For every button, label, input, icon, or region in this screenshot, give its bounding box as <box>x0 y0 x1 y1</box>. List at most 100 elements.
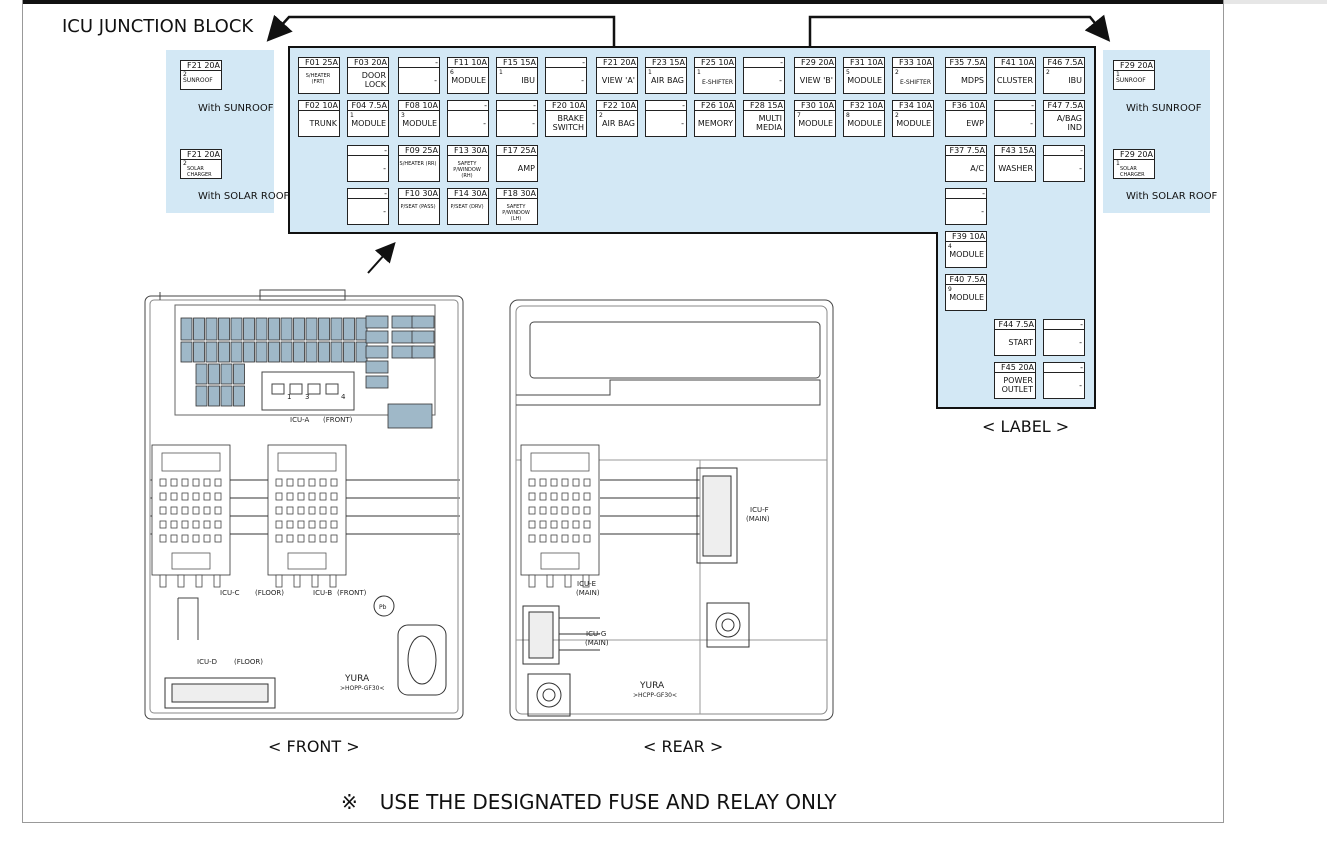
fuse-spare: -- <box>496 100 538 137</box>
fuse-circuit-label: MODULE <box>402 119 437 128</box>
icu-a-pin: 3 <box>305 393 309 401</box>
fuse-rating: F23 15A <box>645 57 687 67</box>
fuse-spare: -- <box>398 57 440 94</box>
icu-d-label: ICU-D <box>197 658 217 666</box>
fuse-rating: - <box>447 100 489 110</box>
fuse-rating: F10 30A <box>398 188 440 198</box>
icu-e-label: ICU-E <box>577 580 596 588</box>
fuse-spare: -- <box>645 100 687 137</box>
fuse-rating: - <box>398 57 440 67</box>
fuse-circuit-label: - <box>383 164 386 173</box>
fuse-index: 2 <box>895 69 899 76</box>
fuse-circuit-label: MODULE <box>798 119 833 128</box>
fuse-circuit-label: POWER OUTLET <box>1001 376 1033 394</box>
fuse-circuit-label: CLUSTER <box>996 76 1033 85</box>
fuse-index: 4 <box>948 243 952 250</box>
option-caption: With SOLAR ROOF <box>198 191 290 202</box>
fuse-rating: F13 30A <box>447 145 489 155</box>
fuse-rating: F26 10A <box>694 100 736 110</box>
fuse-rating: - <box>1043 145 1085 155</box>
fuse-rating: F40 7.5A <box>945 274 987 284</box>
fuse-circuit-label: - <box>681 119 684 128</box>
rear-housing <box>509 299 834 721</box>
fuse-f20: F20 10A BRAKE SWITCH <box>545 100 587 137</box>
icu-f-side: (MAIN) <box>746 515 770 523</box>
icu-c-side: (FLOOR) <box>255 589 284 597</box>
fuse-index: 1 <box>697 69 701 76</box>
fuse-circuit-label: MODULE <box>451 76 486 85</box>
icu-d-connector <box>164 677 276 709</box>
bracket <box>177 597 199 640</box>
fuse-circuit-label: - <box>581 76 584 85</box>
fuse-circuit-label: START <box>1008 338 1033 347</box>
fuse-circuit-label: - <box>1079 381 1082 390</box>
fuse-rating: F20 10A <box>545 100 587 110</box>
icu-c-label: ICU-C <box>220 589 240 597</box>
fuse-rating: F47 7.5A <box>1043 100 1085 110</box>
fuse-circuit-label: A/C <box>970 164 984 173</box>
fuse-index: 2 <box>1046 69 1050 76</box>
fuse-rating: F29 20A <box>794 57 836 67</box>
fuse-circuit-label: MODULE <box>949 250 984 259</box>
rear-relays <box>522 602 750 717</box>
fuse-rating: F22 10A <box>596 100 638 110</box>
fuse-circuit-label: AMP <box>517 164 535 173</box>
fuse-rating: F39 10A <box>945 231 987 241</box>
fuse-circuit-label: P/SEAT (DRV) <box>450 204 484 210</box>
fuse-index: 1 <box>499 69 503 76</box>
icu-f-connector <box>696 467 738 564</box>
fuse-rating: F15 15A <box>496 57 538 67</box>
option-caption: With SUNROOF <box>1126 103 1202 114</box>
front-fuse-array <box>180 315 435 429</box>
page-edge <box>1224 0 1327 4</box>
fuse-rating: F28 15A <box>743 100 785 110</box>
fuse-rating: F32 10A <box>843 100 885 110</box>
fuse-circuit-label: AIR BAG <box>602 119 635 128</box>
fuse-circuit-label: IBU <box>1068 76 1082 85</box>
fuse-circuit-label: EWP <box>966 119 984 128</box>
maker-front: YURA <box>344 674 370 684</box>
fuse-circuit-label: SAFETY P/WINDOW (LH) <box>502 204 530 222</box>
fuse-circuit-label: - <box>383 207 386 216</box>
fuse-rating: - <box>1043 362 1085 372</box>
icu-f-label: ICU-F <box>750 506 769 514</box>
fuse-spare: -- <box>1043 145 1085 182</box>
icu-a-label: ICU-A <box>290 416 309 424</box>
fuse-circuit-label: A/BAG IND <box>1056 114 1082 132</box>
icu-b-side: (FRONT) <box>337 589 367 597</box>
fuse-circuit-label: MEMORY <box>697 119 733 128</box>
fuse-rating: F46 7.5A <box>1043 57 1085 67</box>
warning-note: ※USE THE DESIGNATED FUSE AND RELAY ONLY <box>341 790 837 814</box>
fuse-circuit-label: E-SHIFTER <box>899 79 931 86</box>
fuse-index: 2 <box>895 112 899 119</box>
fuse-circuit-label: BRAKE SWITCH <box>552 114 584 132</box>
fuse-rating: F03 20A <box>347 57 389 67</box>
fuse-circuit-label: E-SHIFTER <box>701 79 733 86</box>
fuse-rating: - <box>994 100 1036 110</box>
arrow-front-to-label <box>367 242 396 274</box>
fuse-circuit-label: - <box>981 207 984 216</box>
fuse-circuit-label: MODULE <box>847 76 882 85</box>
fuse-rating: F43 15A <box>994 145 1036 155</box>
fuse-circuit-label: - <box>779 76 782 85</box>
label-outline <box>288 46 1096 409</box>
fuse-spare: -- <box>347 145 389 182</box>
option-caption: With SOLAR ROOF <box>1126 191 1218 202</box>
icu-g-side: (MAIN) <box>585 639 609 647</box>
fuse-rating: F01 25A <box>298 57 340 67</box>
diagram-title: ICU JUNCTION BLOCK <box>62 16 254 37</box>
fuse-rating: F04 7.5A <box>347 100 389 110</box>
icu-a-side: (FRONT) <box>323 416 353 424</box>
